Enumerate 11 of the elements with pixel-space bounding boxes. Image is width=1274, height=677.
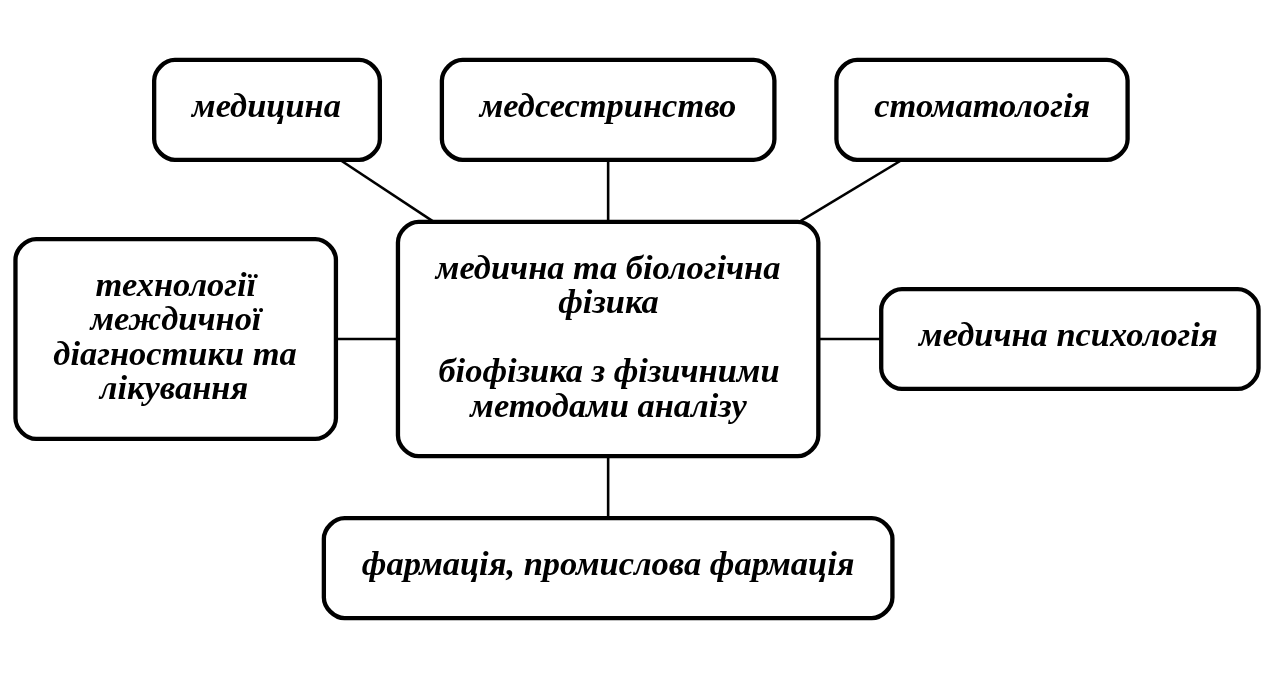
node-box: медична психологія [879,286,1261,391]
node-box: медсестринство [439,57,777,162]
connector [336,337,398,340]
node-box: фармація, промислова фармація [321,515,895,620]
node-box: технології междичної діагностики та лікування [13,236,339,441]
connector [818,337,881,340]
node-box: медицина [152,57,382,162]
node-box: стоматологія [834,57,1130,162]
node-box: медична та біологічна фізика біофізика з фізичними методами аналізу [395,219,821,458]
connector [606,159,610,222]
connector [606,455,610,518]
